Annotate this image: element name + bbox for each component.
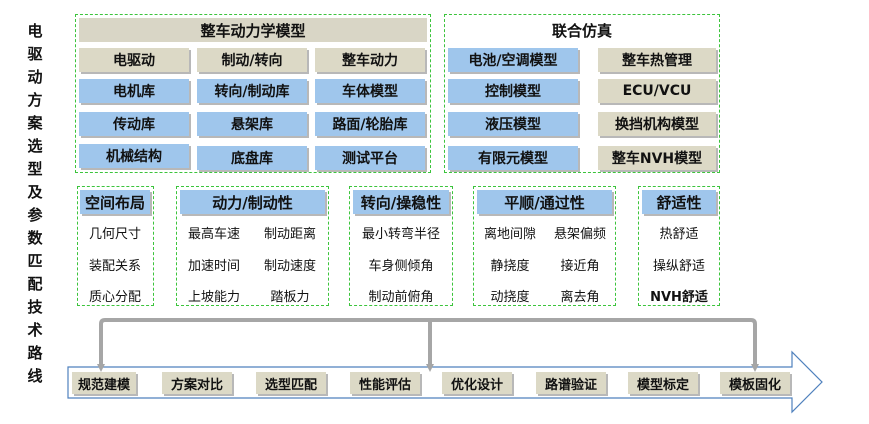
- cosim-panel: [444, 14, 720, 173]
- vehicle-dynamics-panel: [75, 14, 431, 173]
- flow-step-normative-modeling: 规范建模: [72, 372, 136, 394]
- category-item: 最小转弯半径: [361, 227, 440, 242]
- category-title-comfort: 舒适性: [642, 190, 716, 214]
- category-item: 质心分配: [88, 290, 141, 305]
- category-item: 踏板力: [270, 290, 310, 305]
- flow-step-optimization-design: 优化设计: [442, 372, 512, 394]
- category-item: 制动速度: [263, 259, 316, 274]
- category-item: 上坡能力: [187, 290, 240, 305]
- category-item: 车身侧倾角: [368, 259, 434, 274]
- flow-step-model-calibration: 模型标定: [628, 372, 698, 394]
- vd-cell-steer-brake-lib: 转向/制动库: [197, 79, 307, 103]
- cosim-cell-nvh: 整车NVH模型: [598, 146, 716, 170]
- category-item: 操纵舒适: [652, 259, 705, 274]
- cosim-title: 联合仿真: [551, 21, 612, 40]
- category-item: 制动距离: [263, 227, 316, 242]
- flow-step-road-spectrum-validation: 路谱验证: [536, 372, 606, 394]
- cosim-cell-hydraulic: 液压模型: [448, 112, 578, 136]
- cosim-cell-ecu-vcu: ECU/VCU: [598, 79, 716, 103]
- vd-cell-brake-steer: 制动/转向: [197, 48, 307, 72]
- category-item: 静挠度: [490, 259, 530, 274]
- vd-cell-transmission-lib: 传动库: [79, 112, 189, 136]
- vd-cell-test-platform: 测试平台: [315, 146, 425, 170]
- side-title: 电驱动方案选型及参数匹配技术路线: [27, 22, 43, 385]
- category-panel-space-layout: [77, 186, 154, 306]
- category-item: NVH舒适: [650, 290, 708, 305]
- vehicle-dynamics-title: 整车动力学模型: [79, 18, 427, 42]
- vd-cell-suspension-lib: 悬架库: [197, 112, 307, 136]
- category-title-steering: 转向/操稳性: [353, 190, 449, 214]
- category-item: 离地间隙: [483, 227, 536, 242]
- category-item: 热舒适: [659, 227, 699, 242]
- category-panel-steering: [349, 186, 453, 306]
- cosim-cell-battery-ac: 电池/空调模型: [448, 48, 578, 72]
- category-item: 制动前俯角: [368, 290, 434, 305]
- category-item: 装配关系: [88, 259, 141, 274]
- flow-step-scheme-comparison: 方案对比: [162, 372, 232, 394]
- category-panel-ride-passability: [473, 186, 616, 306]
- category-title-power-brake: 动力/制动性: [180, 190, 325, 214]
- cosim-cell-gearshift: 换挡机构模型: [598, 112, 716, 136]
- cosim-cell-thermal: 整车热管理: [598, 48, 716, 72]
- vd-cell-motor-lib: 电机库: [79, 79, 189, 103]
- cosim-cell-control: 控制模型: [448, 79, 578, 103]
- vd-cell-body-model: 车体模型: [315, 79, 425, 103]
- cosim-cell-fem: 有限元模型: [448, 146, 578, 170]
- category-item: 接近角: [560, 259, 600, 274]
- category-title-ride-passability: 平顺/通过性: [477, 190, 612, 214]
- vd-cell-mechanical: 机械结构: [79, 144, 189, 168]
- category-panel-comfort: [638, 186, 720, 306]
- flow-step-template-solidification: 模板固化: [720, 372, 790, 394]
- category-item: 悬架偏频: [553, 227, 606, 242]
- category-title-space-layout: 空间布局: [80, 190, 150, 214]
- vd-cell-electric-drive: 电驱动: [79, 48, 189, 72]
- category-panel-power-brake: [176, 186, 329, 306]
- vd-cell-vehicle-power: 整车动力: [315, 48, 425, 72]
- category-item: 离去角: [560, 290, 600, 305]
- flow-step-performance-evaluation: 性能评估: [350, 372, 420, 394]
- flow-step-selection-matching: 选型匹配: [256, 372, 326, 394]
- category-item: 加速时间: [187, 259, 240, 274]
- vd-cell-road-tire-lib: 路面/轮胎库: [315, 112, 425, 136]
- category-item: 最高车速: [187, 227, 240, 242]
- category-item: 几何尺寸: [88, 227, 141, 242]
- category-item: 动挠度: [490, 290, 530, 305]
- vd-cell-chassis-lib: 底盘库: [197, 146, 307, 170]
